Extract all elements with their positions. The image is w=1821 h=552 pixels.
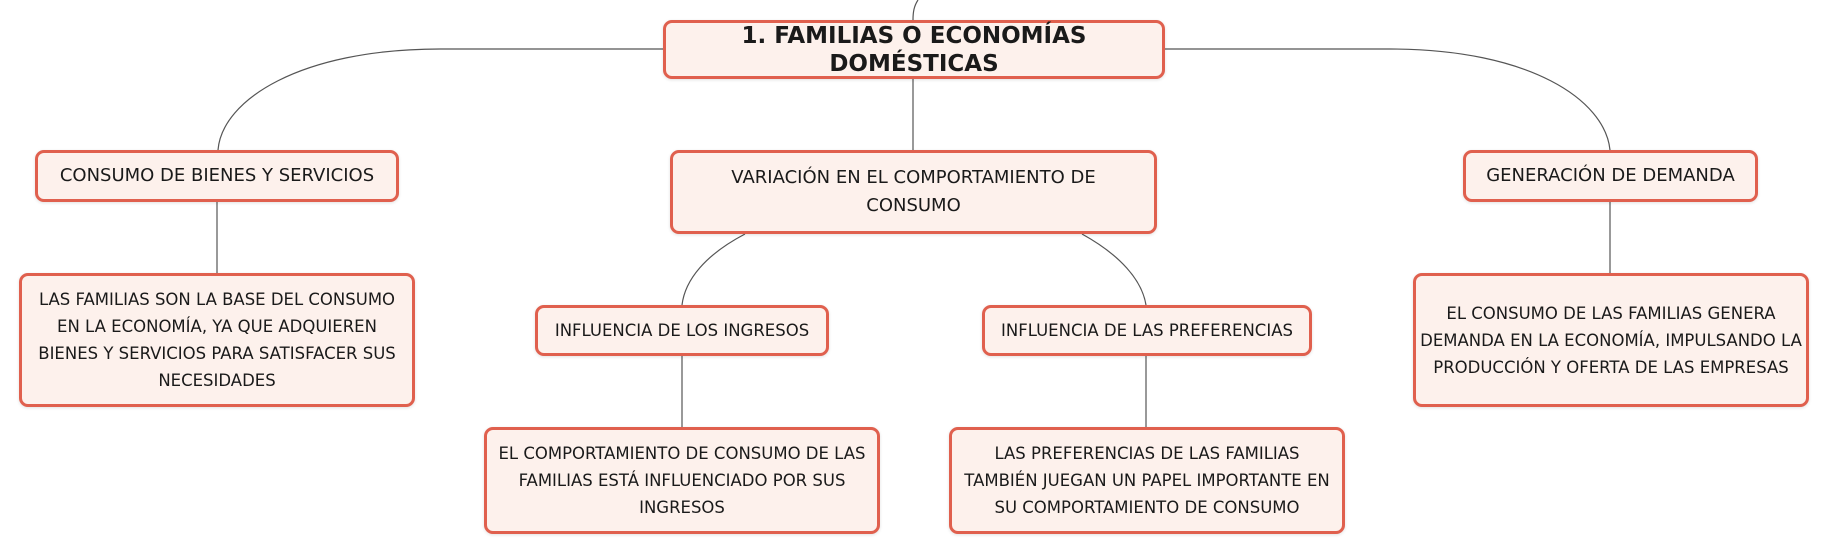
topic-preferencias-label: INFLUENCIA DE LAS PREFERENCIAS (1001, 321, 1293, 340)
connector-parent-to-root (912, 0, 919, 21)
root-topic-label: 1. FAMILIAS O ECONOMÍAS DOMÉSTICAS (741, 22, 1087, 77)
connector-root-to-consumo (217, 48, 663, 151)
topic-demanda-node[interactable]: GENERACIÓN DE DEMANDA (1463, 150, 1758, 202)
topic-variacion-label: VARIACIÓN EN EL COMPORTAMIENTO DE CONSUM… (731, 167, 1096, 216)
topic-variacion-node[interactable]: VARIACIÓN EN EL COMPORTAMIENTO DE CONSUM… (670, 150, 1157, 234)
topic-ingresos-detail-node[interactable]: EL COMPORTAMIENTO DE CONSUMO DE LAS FAMI… (484, 427, 880, 534)
topic-preferencias-detail-label: LAS PREFERENCIAS DE LAS FAMILIAS TAMBIÉN… (964, 444, 1330, 517)
connector-variacion-to-preferencias (1081, 233, 1147, 306)
topic-consumo-node[interactable]: CONSUMO DE BIENES Y SERVICIOS (35, 150, 399, 202)
topic-consumo-detail-label: LAS FAMILIAS SON LA BASE DEL CONSUMO EN … (38, 290, 396, 390)
topic-demanda-label: GENERACIÓN DE DEMANDA (1486, 165, 1735, 186)
topic-preferencias-node[interactable]: INFLUENCIA DE LAS PREFERENCIAS (982, 305, 1312, 356)
topic-ingresos-detail-label: EL COMPORTAMIENTO DE CONSUMO DE LAS FAMI… (498, 444, 866, 517)
topic-ingresos-node[interactable]: INFLUENCIA DE LOS INGRESOS (535, 305, 829, 356)
topic-consumo-label: CONSUMO DE BIENES Y SERVICIOS (59, 165, 375, 186)
topic-ingresos-label: INFLUENCIA DE LOS INGRESOS (554, 321, 810, 340)
connector-variacion-to-ingresos (681, 233, 746, 306)
topic-preferencias-detail-node[interactable]: LAS PREFERENCIAS DE LAS FAMILIAS TAMBIÉN… (949, 427, 1345, 534)
connector-root-to-demanda (1163, 48, 1611, 151)
topic-demanda-detail-node[interactable]: EL CONSUMO DE LAS FAMILIAS GENERA DEMAND… (1413, 273, 1809, 407)
root-topic-node[interactable]: 1. FAMILIAS O ECONOMÍAS DOMÉSTICAS (663, 20, 1165, 79)
topic-demanda-detail-label: EL CONSUMO DE LAS FAMILIAS GENERA DEMAND… (1420, 303, 1802, 377)
topic-consumo-detail-node[interactable]: LAS FAMILIAS SON LA BASE DEL CONSUMO EN … (19, 273, 415, 407)
